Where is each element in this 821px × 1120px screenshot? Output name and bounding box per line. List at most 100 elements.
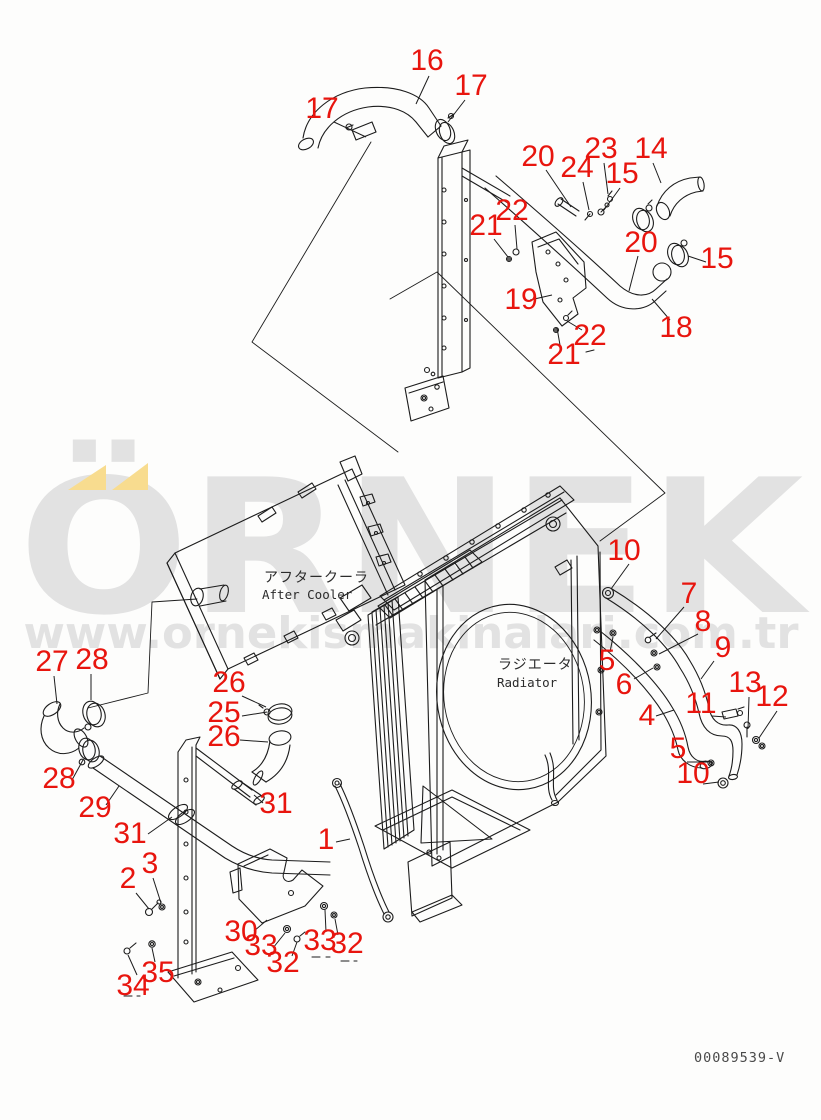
hose-clamp-25 bbox=[259, 702, 293, 726]
callout-16: 16 bbox=[410, 44, 443, 77]
callout-17: 17 bbox=[305, 92, 338, 125]
callout-22: 22 bbox=[573, 319, 606, 352]
callout-leader-33 bbox=[273, 933, 285, 948]
callout-leader-26 bbox=[242, 696, 266, 707]
hose-clamp-20-lower bbox=[665, 240, 692, 269]
fasteners-right-side bbox=[645, 633, 765, 749]
callout-leader-15 bbox=[604, 188, 620, 210]
callout-leader-8 bbox=[659, 634, 698, 654]
callout-leader-28 bbox=[72, 760, 83, 780]
callout-leader-21 bbox=[557, 328, 560, 345]
part-name-labels: アフタークーラ After Cooler ラジエータ Radiator bbox=[262, 570, 573, 690]
callout-leader-17 bbox=[448, 100, 465, 122]
callout-7: 7 bbox=[681, 577, 698, 610]
callout-leader-29 bbox=[106, 786, 119, 805]
hose-clamp-20-upper bbox=[630, 200, 657, 234]
callout-32: 32 bbox=[266, 946, 299, 979]
callout-28: 28 bbox=[75, 643, 108, 676]
callout-leader-25 bbox=[242, 712, 267, 716]
callout-14: 14 bbox=[634, 132, 667, 165]
callout-leader-11 bbox=[712, 716, 726, 717]
callout-11: 11 bbox=[685, 687, 716, 720]
callout-leader-26 bbox=[240, 740, 268, 742]
callout-leader-30 bbox=[254, 920, 267, 931]
elbow-hose-16 bbox=[297, 87, 441, 152]
elbow-hose-27 bbox=[41, 699, 91, 754]
callout-leader-4 bbox=[656, 710, 674, 716]
hose-clamp-17-left bbox=[346, 122, 376, 140]
hose-clamp-28-lower bbox=[76, 736, 101, 764]
callout-leader-32 bbox=[335, 919, 338, 935]
fasteners-top-right bbox=[585, 191, 613, 220]
callout-leader-24 bbox=[583, 182, 589, 210]
callout-leader-7 bbox=[656, 607, 684, 639]
construction-lines bbox=[88, 142, 665, 708]
callout-leader-15 bbox=[688, 256, 706, 262]
callout-1: 1 bbox=[318, 823, 335, 856]
callout-30: 30 bbox=[224, 915, 257, 948]
callout-15: 15 bbox=[700, 242, 733, 275]
callout-32: 32 bbox=[330, 927, 363, 960]
callout-25: 25 bbox=[207, 696, 240, 729]
callout-leader-10 bbox=[703, 782, 719, 784]
callout-26: 26 bbox=[212, 666, 245, 699]
callout-27: 27 bbox=[35, 645, 68, 678]
hose-clamp-17-right bbox=[432, 114, 457, 146]
fasteners-bottom bbox=[124, 900, 357, 996]
sleeve-31 bbox=[230, 779, 265, 806]
callout-leader-13 bbox=[748, 697, 749, 729]
callout-leader-20 bbox=[546, 170, 571, 207]
callout-10: 10 bbox=[607, 534, 640, 567]
callout-leader-21 bbox=[494, 239, 508, 257]
callout-33: 33 bbox=[244, 929, 277, 962]
callout-leader-16 bbox=[416, 76, 429, 104]
callout-leader-5 bbox=[610, 637, 613, 652]
callout-17: 17 bbox=[454, 69, 487, 102]
watermark-url-text: www.ornekismakinalari.com.tr bbox=[24, 608, 799, 659]
watermark: ÖRNEK www.ornekismakinalari.com.tr bbox=[19, 439, 810, 659]
callout-leader-2 bbox=[136, 893, 149, 909]
callout-leader-10 bbox=[611, 564, 629, 589]
callout-leader-27 bbox=[54, 676, 57, 704]
hose-4-lower bbox=[594, 630, 714, 770]
callout-12: 12 bbox=[755, 680, 788, 713]
callout-leader-9 bbox=[701, 661, 714, 679]
callout-leader-22 bbox=[515, 225, 517, 249]
callout-31: 31 bbox=[113, 817, 146, 850]
callout-leader-3 bbox=[153, 878, 161, 903]
callout-5: 5 bbox=[599, 644, 616, 677]
hose-9-upper bbox=[603, 588, 745, 789]
watermark-triangle-icon bbox=[112, 463, 148, 490]
callout-leader-31 bbox=[148, 817, 172, 834]
callout-35: 35 bbox=[141, 956, 174, 989]
callout-leader-17 bbox=[334, 122, 366, 137]
watermark-brand-text: ÖRNEK bbox=[19, 439, 810, 656]
callout-2: 2 bbox=[120, 862, 137, 895]
elbow-hose-26 bbox=[251, 729, 292, 786]
callout-22: 22 bbox=[495, 194, 528, 227]
callout-19: 19 bbox=[504, 283, 537, 316]
callout-leader-34 bbox=[128, 955, 137, 975]
callout-leader-20 bbox=[629, 256, 638, 291]
drawing-number: 00089539-V bbox=[694, 1050, 785, 1066]
callout-leader-35 bbox=[152, 948, 155, 962]
callout-leader-22 bbox=[567, 321, 582, 330]
callout-leader-23 bbox=[604, 163, 608, 194]
callout-20: 20 bbox=[521, 140, 554, 173]
elbow-hose-14 bbox=[654, 177, 705, 222]
callout-9: 9 bbox=[715, 631, 732, 664]
callout-13: 13 bbox=[728, 666, 761, 699]
callout-34: 34 bbox=[116, 969, 149, 1002]
callout-24: 24 bbox=[560, 151, 593, 184]
bracket-19 bbox=[507, 232, 595, 352]
baffle-plate-30 bbox=[230, 849, 323, 923]
after-cooler-label-en: After Cooler bbox=[262, 587, 353, 602]
watermark-triangle-icon bbox=[68, 465, 106, 490]
radiator-label-jp: ラジエータ bbox=[498, 657, 573, 673]
callout-26: 26 bbox=[207, 720, 240, 753]
callout-4: 4 bbox=[639, 699, 656, 732]
callout-8: 8 bbox=[695, 605, 712, 638]
callout-21: 21 bbox=[469, 209, 502, 242]
